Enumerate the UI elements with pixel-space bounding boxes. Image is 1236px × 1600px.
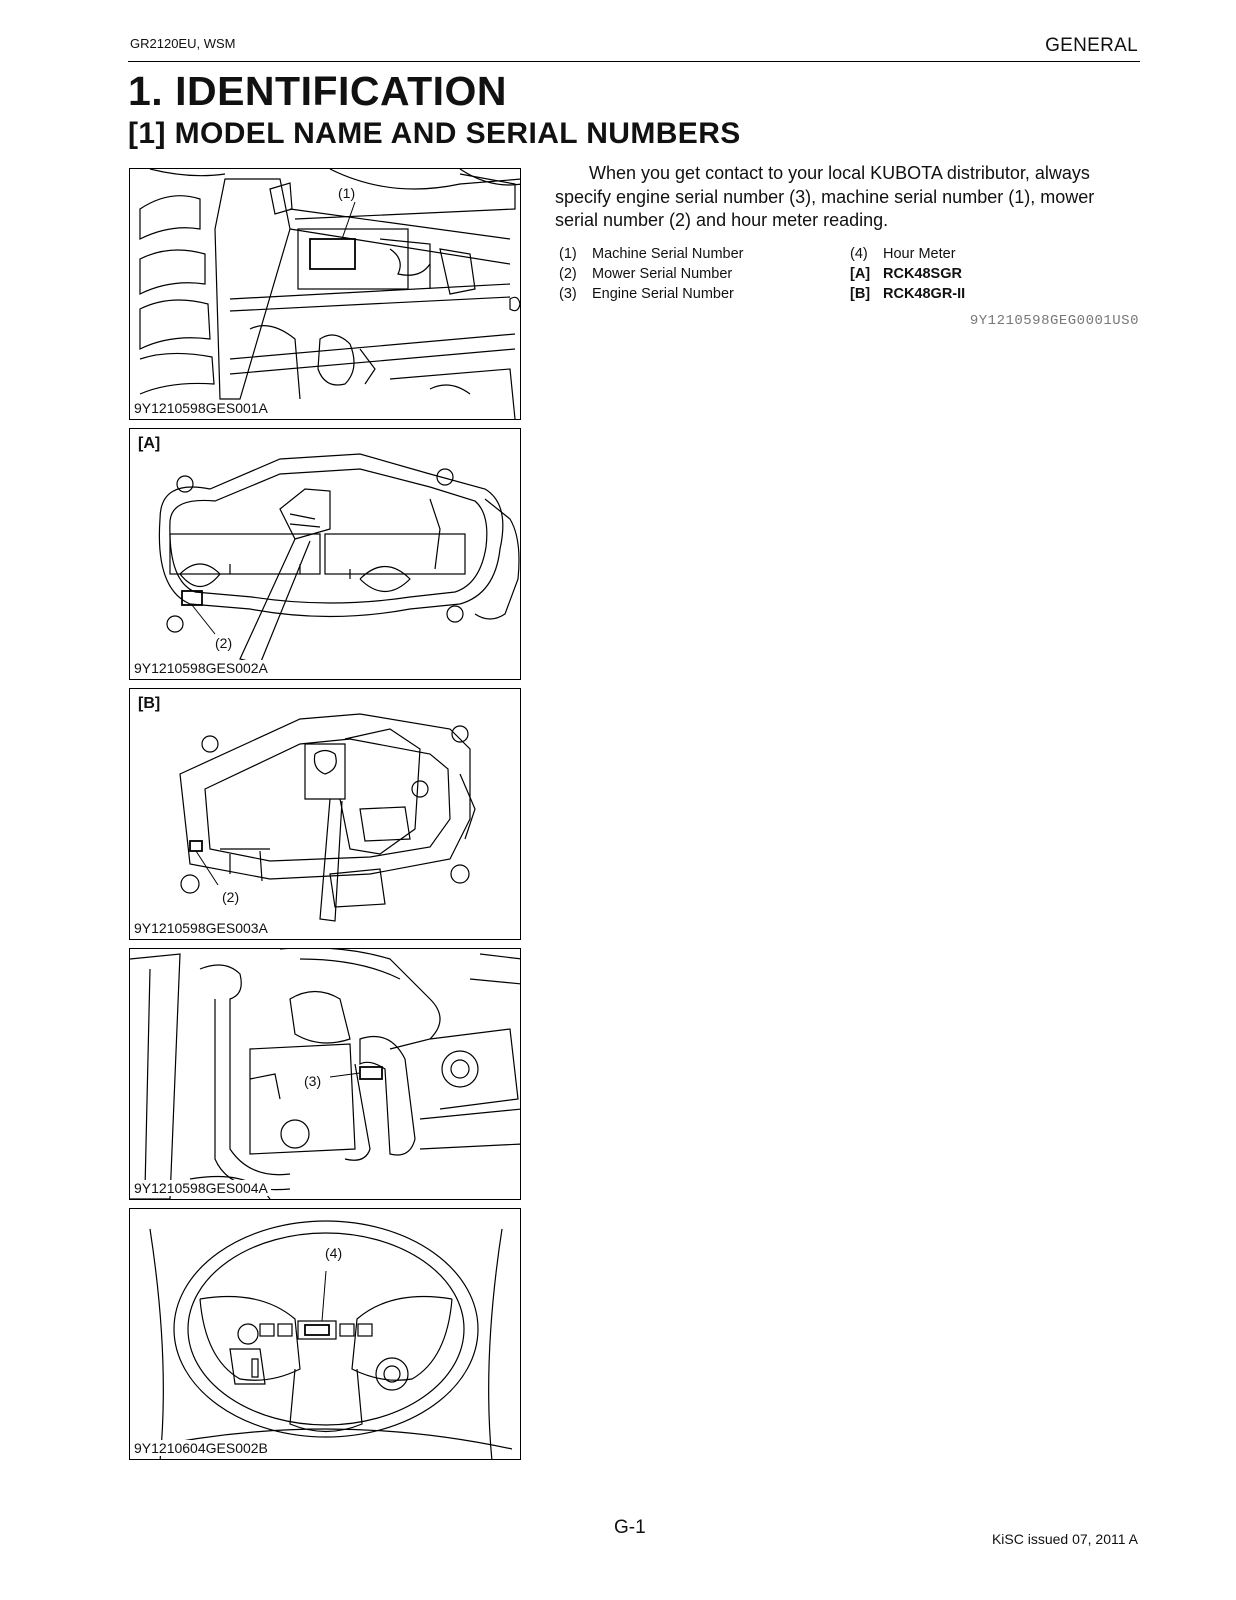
legend-key: [B]	[850, 286, 871, 302]
legend-key: (1)	[559, 246, 577, 262]
figure-hour-meter: (4) 9Y1210604GES002B	[129, 1208, 521, 1460]
legend-item: (4) Hour Meter	[850, 246, 965, 266]
legend-left-column: (1) Machine Serial Number (2) Mower Serial…	[559, 246, 744, 306]
legend-text: Mower Serial Number	[592, 266, 733, 282]
issue-note: KiSC issued 07, 2011 A	[991, 1531, 1138, 1547]
mower-deck-b-drawing	[179, 713, 476, 922]
legend-text: RCK48SGR	[883, 266, 962, 282]
legend-text: Machine Serial Number	[592, 246, 744, 262]
header-rule	[128, 61, 1140, 62]
header-doc-name: GR2120EU, WSM	[130, 36, 236, 51]
engine-drawing	[130, 949, 520, 1199]
callout-2b: (2)	[221, 889, 241, 905]
legend-item: [A] RCK48SGR	[850, 266, 965, 286]
section-subtitle: [1] MODEL NAME AND SERIAL NUMBERS	[128, 117, 741, 150]
legend-text: RCK48GR-II	[883, 286, 966, 302]
figure-tag-b: [B]	[138, 695, 161, 713]
legend-item: (1) Machine Serial Number	[559, 246, 744, 266]
callout-4: (4)	[324, 1245, 344, 1261]
legend-item: (3) Engine Serial Number	[559, 286, 744, 306]
figure-code: 9Y1210598GES003A	[134, 920, 271, 936]
callout-2a: (2)	[214, 635, 234, 651]
figure-code: 9Y1210598GES001A	[134, 400, 271, 416]
figure-code: 9Y1210598GES004A	[134, 1180, 271, 1196]
page-number: G-1	[614, 1517, 646, 1538]
page-title: 1. IDENTIFICATION	[128, 68, 508, 114]
legend-key: (4)	[850, 246, 868, 262]
figure-tag-a: [A]	[138, 435, 161, 453]
figure-engine: (3) 9Y1210598GES004A	[129, 948, 521, 1200]
figure-mower-b: [B] (2) 9Y1210598GES003A	[129, 688, 521, 940]
figure-code: 9Y1210598GES002A	[134, 660, 271, 676]
figure-mower-a: [A] (2) 9Y1210598GES002A	[129, 428, 521, 680]
legend-item: (2) Mower Serial Number	[559, 266, 744, 286]
machine-frame-drawing	[139, 169, 520, 419]
header-section: GENERAL	[1045, 35, 1138, 56]
legend-text: Hour Meter	[883, 246, 956, 262]
figure-code: 9Y1210604GES002B	[134, 1440, 271, 1456]
legend-text: Engine Serial Number	[592, 286, 734, 302]
figure-machine-serial: (1) 9Y1210598GES001A	[129, 168, 521, 420]
legend-key: (3)	[559, 286, 577, 302]
legend-right-column: (4) Hour Meter [A] RCK48SGR [B] RCK48GR-II	[850, 246, 965, 306]
callout-3: (3)	[303, 1073, 323, 1089]
steering-wheel-drawing	[139, 1220, 513, 1459]
legend-key: [A]	[850, 266, 871, 282]
mower-deck-a-drawing	[158, 453, 520, 665]
reference-code: 9Y1210598GEG0001US0	[969, 313, 1139, 329]
legend-key: (2)	[559, 266, 577, 282]
legend-item: [B] RCK48GR-II	[850, 286, 965, 306]
callout-1: (1)	[337, 185, 357, 201]
intro-paragraph: When you get contact to your local KUBOT…	[555, 163, 1095, 230]
